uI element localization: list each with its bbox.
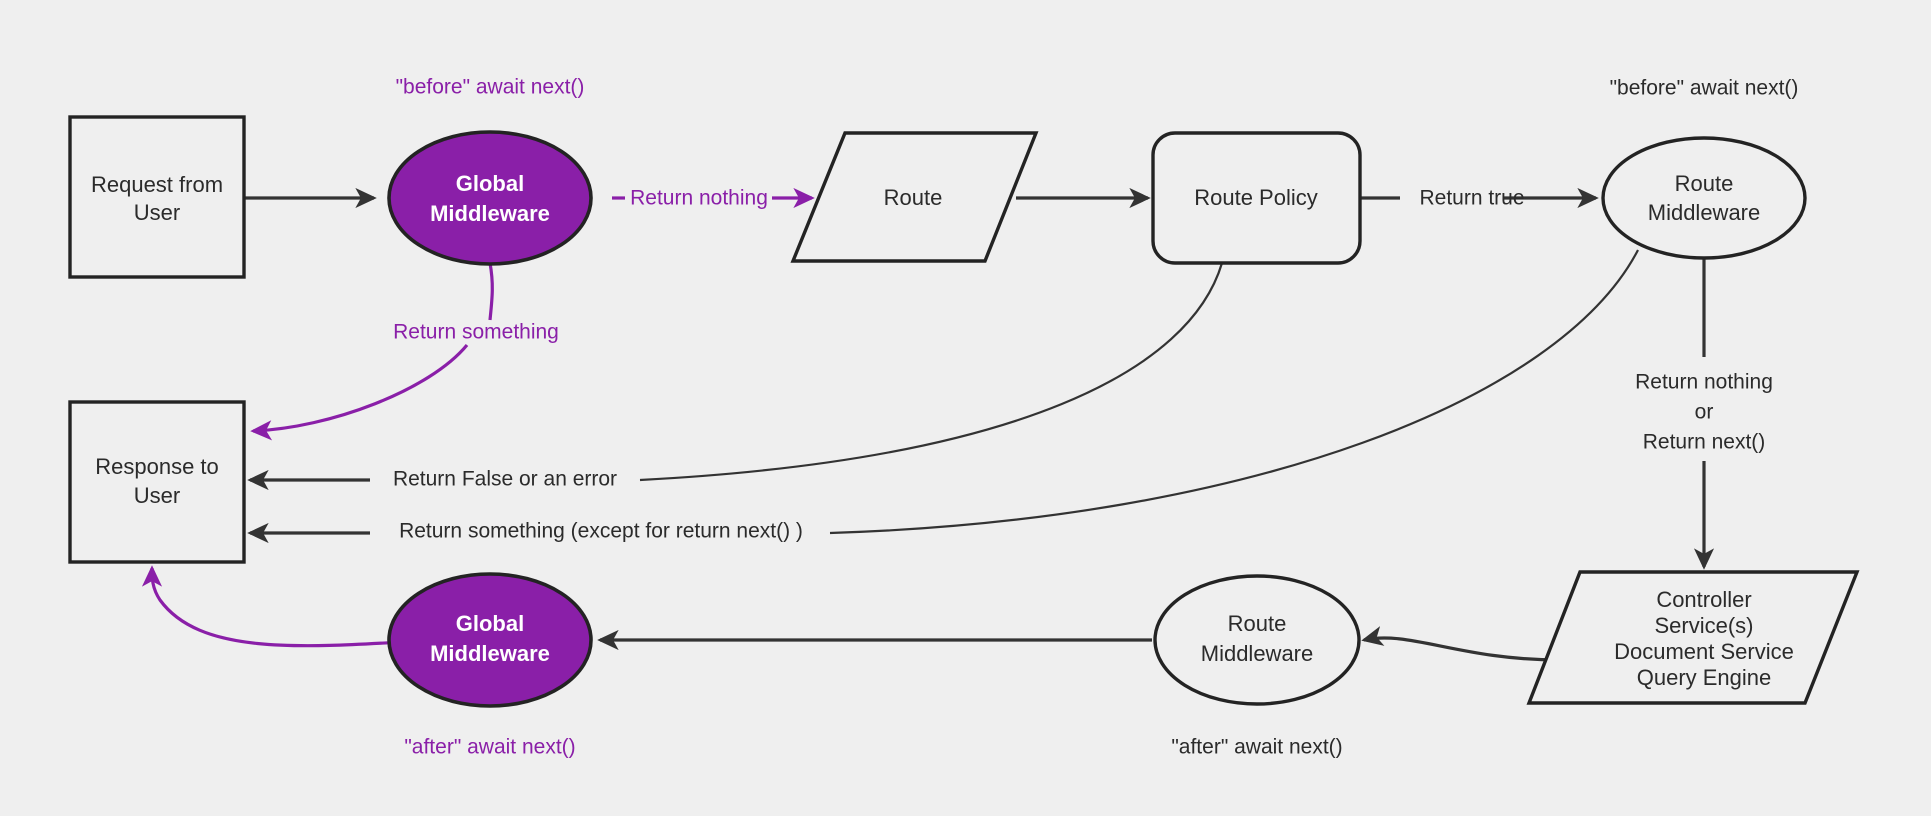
global-middleware-before-label-line1: Global bbox=[456, 171, 524, 196]
controller-services-label-line2: Service(s) bbox=[1654, 613, 1753, 638]
controller-services-label-line3: Document Service bbox=[1614, 639, 1794, 664]
edge-route-middleware-to-response-curve bbox=[829, 249, 1639, 535]
edge-label-return-something: Return something bbox=[393, 321, 559, 344]
route-middleware-after-label-line1: Route bbox=[1228, 611, 1287, 636]
route-middleware-before-label-line2: Middleware bbox=[1648, 200, 1761, 225]
edge-label-return-something-except: Return something (except for return next… bbox=[399, 520, 803, 543]
node-route[interactable]: Route bbox=[790, 131, 1039, 263]
response-to-user-box[interactable] bbox=[68, 400, 246, 564]
controller-services-label-line4: Query Engine bbox=[1637, 665, 1772, 690]
node-global-middleware-after[interactable]: Global Middleware bbox=[387, 572, 593, 708]
global-middleware-after-ellipse[interactable] bbox=[387, 572, 593, 708]
annotation-after-await-next-route: "after" await next() bbox=[1171, 736, 1342, 759]
controller-services-parallelogram[interactable] bbox=[1526, 570, 1860, 705]
edge-route-policy-to-response-curve bbox=[639, 262, 1224, 482]
route-parallelogram[interactable] bbox=[790, 131, 1039, 263]
route-middleware-before-ellipse[interactable] bbox=[1601, 136, 1807, 260]
route-policy-label: Route Policy bbox=[1194, 185, 1318, 210]
node-response-to-user[interactable]: Response to User bbox=[68, 400, 246, 564]
edge-global-middleware-to-response-bottom bbox=[250, 343, 469, 441]
route-middleware-before-label-line1: Route bbox=[1675, 171, 1734, 196]
edge-label-return-nothing-or-line3: Return next() bbox=[1643, 431, 1766, 454]
global-middleware-before-label-line2: Middleware bbox=[430, 201, 550, 226]
edge-label-return-true: Return true bbox=[1419, 187, 1524, 210]
annotation-before-await-next-route: "before" await next() bbox=[1610, 77, 1799, 100]
route-policy-box[interactable] bbox=[1151, 131, 1362, 265]
node-route-middleware-before[interactable]: Route Middleware bbox=[1601, 136, 1807, 260]
node-controller-services[interactable]: Controller Service(s) Document Service Q… bbox=[1526, 570, 1860, 705]
node-global-middleware-before[interactable]: Global Middleware bbox=[387, 130, 593, 266]
edge-global-middleware-to-response-top bbox=[488, 262, 494, 321]
node-request-from-user[interactable]: Request from User bbox=[68, 115, 246, 279]
global-middleware-before-ellipse[interactable] bbox=[387, 130, 593, 266]
response-to-user-label-line1: Response to bbox=[95, 454, 219, 479]
request-from-user-box[interactable] bbox=[68, 115, 246, 279]
node-route-policy[interactable]: Route Policy bbox=[1151, 131, 1362, 265]
edge-global-middleware-after-to-response bbox=[141, 565, 421, 648]
edge-controller-to-route-middleware-after bbox=[1361, 626, 1561, 662]
edge-label-return-nothing-or-line1: Return nothing bbox=[1635, 371, 1773, 394]
global-middleware-after-label-line2: Middleware bbox=[430, 641, 550, 666]
edge-label-return-false-or-error: Return False or an error bbox=[393, 468, 617, 491]
annotation-before-await-next-global: "before" await next() bbox=[396, 76, 585, 99]
annotation-after-await-next-global: "after" await next() bbox=[404, 736, 575, 759]
route-label: Route bbox=[884, 185, 943, 210]
request-from-user-label-line2: User bbox=[134, 200, 180, 225]
global-middleware-after-label-line1: Global bbox=[456, 611, 524, 636]
route-middleware-after-label-line2: Middleware bbox=[1201, 641, 1314, 666]
response-to-user-label-line2: User bbox=[134, 483, 180, 508]
node-route-middleware-after[interactable]: Route Middleware bbox=[1153, 574, 1361, 706]
edge-label-return-nothing-or-line2: or bbox=[1695, 401, 1714, 424]
route-middleware-after-ellipse[interactable] bbox=[1153, 574, 1361, 706]
controller-services-label-line1: Controller bbox=[1656, 587, 1751, 612]
request-from-user-label-line1: Request from bbox=[91, 172, 223, 197]
edge-label-return-nothing: Return nothing bbox=[630, 187, 768, 210]
